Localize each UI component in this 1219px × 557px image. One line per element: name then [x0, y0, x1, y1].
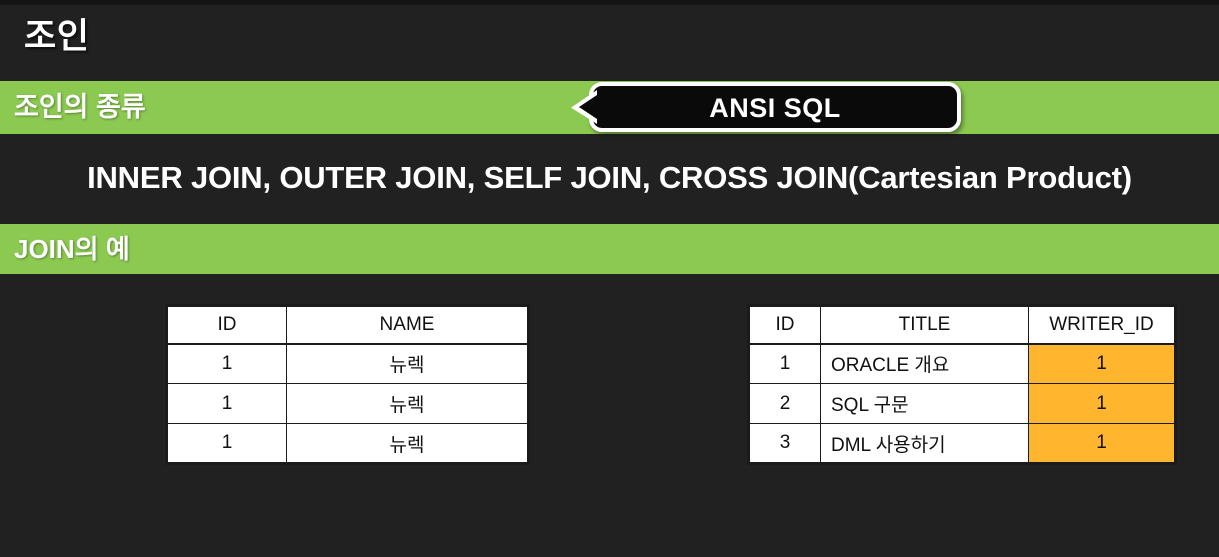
callout-text: ANSI SQL [709, 93, 841, 123]
column-header-id: ID [748, 305, 821, 344]
cell-writer-id: 1 [1028, 383, 1176, 424]
table-row: 1 뉴렉 [166, 423, 529, 464]
table-row: 1 뉴렉 [166, 342, 529, 384]
cell-name: 뉴렉 [286, 383, 529, 424]
table-row: 2 SQL 구문 1 [748, 383, 1176, 424]
cell-id: 1 [748, 342, 821, 384]
table-row: 1 ORACLE 개요 1 [748, 342, 1176, 384]
board-table: ID TITLE WRITER_ID 1 ORACLE 개요 1 2 SQL 구… [747, 304, 1177, 465]
column-header-id: ID [166, 305, 287, 344]
table-header-row: ID NAME [166, 305, 529, 344]
table-row: 3 DML 사용하기 1 [748, 423, 1176, 464]
cell-title: DML 사용하기 [820, 423, 1029, 464]
cell-name: 뉴렉 [286, 342, 529, 384]
slide-top-strip [0, 0, 1219, 5]
cell-title: ORACLE 개요 [820, 342, 1029, 384]
cell-id: 2 [748, 383, 821, 424]
table-row: 1 뉴렉 [166, 383, 529, 424]
section-band-join-example: JOIN의 예 [0, 224, 1219, 274]
column-header-title: TITLE [820, 305, 1029, 344]
cell-id: 1 [166, 342, 287, 384]
table-header-row: ID TITLE WRITER_ID [748, 305, 1176, 344]
cell-title: SQL 구문 [820, 383, 1029, 424]
cell-id: 3 [748, 423, 821, 464]
section-label-join-types: 조인의 종류 [14, 92, 146, 122]
column-header-name: NAME [286, 305, 529, 344]
section-label-join-example: JOIN의 예 [14, 234, 130, 264]
join-types-body-text: INNER JOIN, OUTER JOIN, SELF JOIN, CROSS… [87, 160, 1132, 195]
cell-writer-id: 1 [1028, 423, 1176, 464]
cell-id: 1 [166, 383, 287, 424]
cell-writer-id: 1 [1028, 342, 1176, 384]
callout-bubble-ansi-sql: ANSI SQL [571, 82, 961, 132]
cell-name: 뉴렉 [286, 423, 529, 464]
writer-table: ID NAME 1 뉴렉 1 뉴렉 1 뉴렉 [165, 304, 530, 465]
page-title: 조인 [24, 17, 90, 56]
column-header-writer-id: WRITER_ID [1028, 305, 1176, 344]
cell-id: 1 [166, 423, 287, 464]
